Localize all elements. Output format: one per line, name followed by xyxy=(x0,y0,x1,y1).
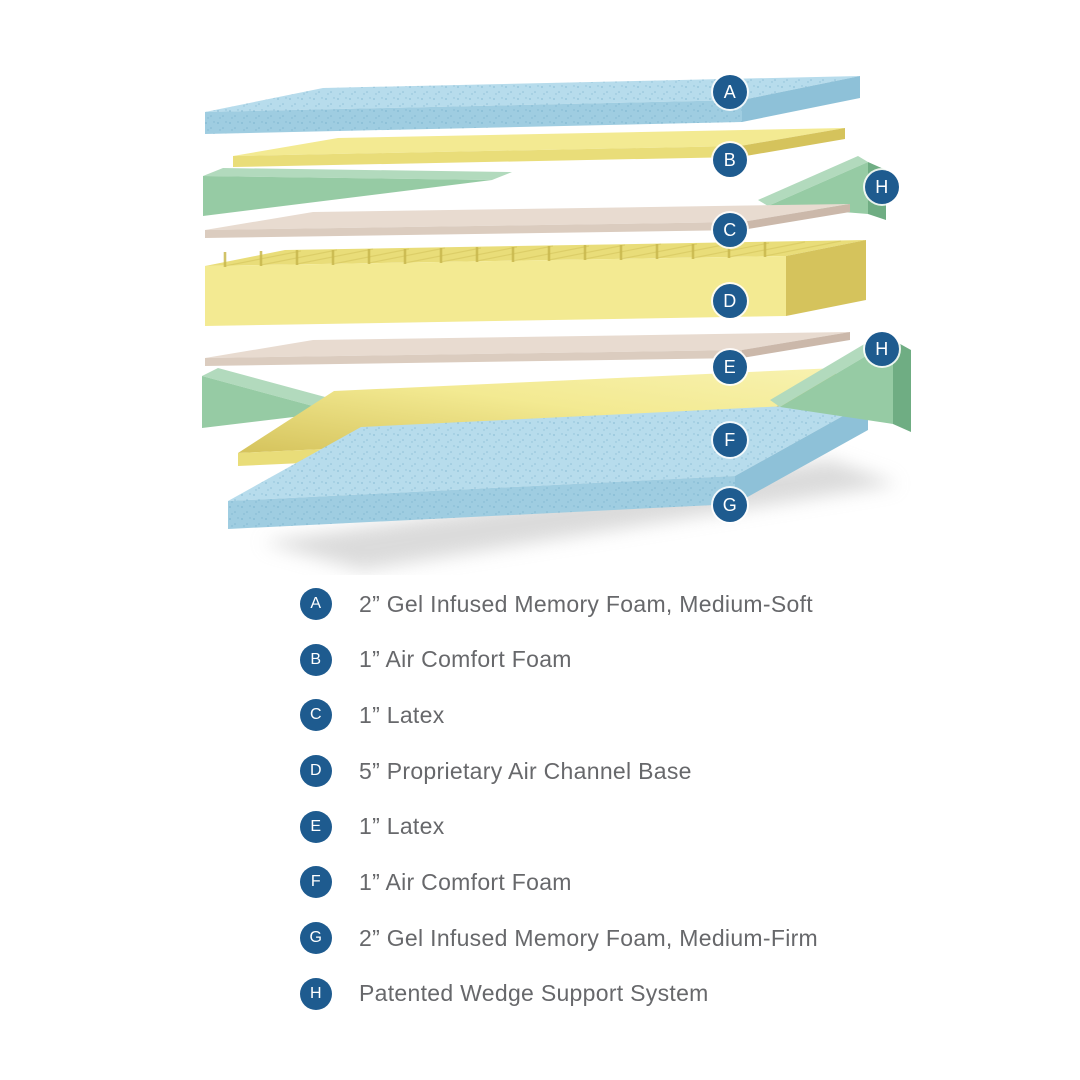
diagram-badge-c-letter: C xyxy=(723,219,737,240)
wedge-upper-left-top xyxy=(203,168,512,180)
legend-label: 1” Air Comfort Foam xyxy=(359,868,572,895)
layer-b-front-face xyxy=(233,146,740,167)
legend-item: B 1” Air Comfort Foam xyxy=(300,643,818,676)
diagram-badge-c: C xyxy=(713,213,747,247)
layer-d-air-channel-base xyxy=(205,240,866,326)
diagram-badge-g-letter: G xyxy=(722,494,738,515)
layer-b-air-comfort-foam-top xyxy=(233,128,845,167)
diagram-badge-b: B xyxy=(713,143,747,177)
legend-badge-letter: H xyxy=(309,984,323,1002)
layer-g-side-face xyxy=(735,402,868,504)
layer-b-top-face xyxy=(233,128,845,156)
legend-label: 5” Proprietary Air Channel Base xyxy=(359,757,692,784)
legend-label: 1” Latex xyxy=(359,701,445,728)
layer-a-speckle xyxy=(205,76,860,112)
legend-badge: D xyxy=(300,755,332,788)
legend-badge: H xyxy=(300,977,332,1010)
layer-c-latex-top xyxy=(205,204,850,238)
diagram-badge-a-letter: A xyxy=(723,81,737,102)
layer-e-front-face xyxy=(205,350,742,366)
layer-a-side-face xyxy=(742,76,860,122)
layer-a-gel-foam-top xyxy=(205,76,860,134)
layer-d-side-face xyxy=(786,240,866,316)
diagram-badge-d-letter: D xyxy=(723,290,737,311)
layer-c-top-face xyxy=(205,204,850,230)
diagram-badge-h-lower-letter: H xyxy=(875,338,889,359)
legend-badge-letter: E xyxy=(310,817,322,835)
exploded-view: A B H C D E H F G xyxy=(202,75,911,570)
diagram-badge-g: G xyxy=(713,488,747,522)
layer-d-front-face xyxy=(205,256,786,326)
legend-badge-letter: C xyxy=(309,706,323,724)
wedge-lower-right xyxy=(770,333,911,432)
layer-e-side-face xyxy=(742,332,850,358)
legend-badge-letter: F xyxy=(310,873,322,891)
wedge-upper-left xyxy=(203,168,512,216)
air-channel-ticks xyxy=(223,242,767,267)
legend-badge: F xyxy=(300,866,332,899)
diagram-badge-a: A xyxy=(713,75,747,109)
legend-label: 2” Gel Infused Memory Foam, Medium-Firm xyxy=(359,924,819,951)
layer-e-top-face xyxy=(205,332,850,358)
legend-label: Patented Wedge Support System xyxy=(359,980,709,1007)
wedge-lower-left-top xyxy=(202,368,351,412)
layer-b-side-face xyxy=(740,128,845,157)
diagram-badge-b-letter: B xyxy=(723,149,737,170)
legend-item: F 1” Air Comfort Foam xyxy=(300,866,818,899)
legend-item: C 1” Latex xyxy=(300,699,818,732)
diagram-badge-f: F xyxy=(713,423,747,457)
legend-badge: G xyxy=(300,922,332,955)
diagram-badge-h-upper: H xyxy=(865,170,899,204)
legend-badge-letter: G xyxy=(309,929,323,947)
wedge-lower-right-side xyxy=(893,340,911,432)
exploded-view-svg xyxy=(202,76,911,570)
layer-c-front-face xyxy=(205,222,742,238)
air-channel-grooves xyxy=(224,240,842,267)
layer-g-gel-foam-bottom xyxy=(228,402,868,529)
diagram-badge-h-upper-letter: H xyxy=(875,176,889,197)
diagram-badge-e: E xyxy=(713,350,747,384)
wedge-lower-right-top xyxy=(770,333,893,407)
legend: A 2” Gel Infused Memory Foam, Medium-Sof… xyxy=(300,588,818,1034)
legend-badge: C xyxy=(300,699,332,732)
legend-item: D 5” Proprietary Air Channel Base xyxy=(300,755,818,788)
wedge-upper-right-front xyxy=(768,162,868,214)
wedge-lower-right-front xyxy=(780,340,893,424)
legend-label: 2” Gel Infused Memory Foam, Medium-Soft xyxy=(359,590,813,617)
layer-c-side-face xyxy=(742,204,850,230)
layer-e-latex-bottom xyxy=(205,332,850,366)
legend-badge-letter: D xyxy=(309,762,323,780)
legend-badge-letter: B xyxy=(310,650,322,668)
diagram-badge-d: D xyxy=(713,284,747,318)
layer-g-speckle xyxy=(228,402,868,501)
diagram-badge-h-lower: H xyxy=(865,332,899,366)
layer-g-speckle-front xyxy=(228,476,735,529)
legend-badge-letter: A xyxy=(310,595,322,612)
legend-label: 1” Air Comfort Foam xyxy=(359,646,572,673)
diagram-badge-f-letter: F xyxy=(724,429,736,450)
legend-item: A 2” Gel Infused Memory Foam, Medium-Sof… xyxy=(300,588,818,620)
layer-a-speckle-front xyxy=(205,100,742,134)
legend-badge: A xyxy=(300,588,332,620)
legend-item: H Patented Wedge Support System xyxy=(300,977,818,1010)
wedge-upper-right-top xyxy=(758,156,868,206)
legend-label: 1” Latex xyxy=(359,813,445,840)
legend-item: G 2” Gel Infused Memory Foam, Medium-Fir… xyxy=(300,922,819,955)
legend-badge: E xyxy=(300,810,332,843)
diagram-badge-e-letter: E xyxy=(723,356,737,377)
legend-item: E 1” Latex xyxy=(300,810,818,843)
legend-badge: B xyxy=(300,643,332,676)
wedge-upper-left-front xyxy=(203,176,492,216)
